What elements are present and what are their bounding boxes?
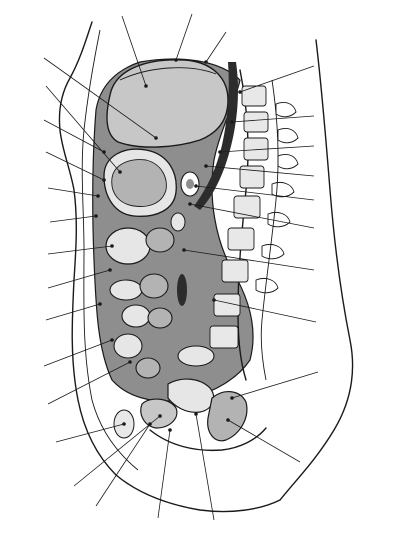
spinal-canal [260,79,279,381]
leader-line [195,413,215,521]
loop-8 [135,357,161,379]
leader-line [47,245,113,255]
pelvic-floor [149,427,267,452]
leader-line [45,303,101,321]
leader-line [45,85,121,173]
leader-lines [43,13,319,521]
leader-line [231,115,315,123]
leader-line [213,299,317,323]
loop-5 [121,304,151,328]
leader-line [195,185,315,201]
loop-4 [139,273,169,299]
leader-line [95,423,151,507]
leader-line [175,13,193,61]
leader-line [43,339,113,367]
leader-line [121,15,147,87]
leader-line [47,187,99,197]
liver [106,59,229,148]
rectum [207,391,248,442]
great-vessels [177,62,238,306]
leader-line [227,419,301,463]
vertebrae [209,85,269,349]
loop-7 [113,333,143,359]
leader-line [43,57,157,139]
pelvic-organs [113,378,267,452]
leader-line [205,165,315,177]
leader-line [47,269,111,289]
leader-line [45,151,105,181]
pancreas [180,171,200,197]
leader-line [189,203,315,229]
intestinal-loops [105,212,215,379]
leader-line [55,423,125,443]
leader-line [205,31,227,63]
leader-line [239,65,315,93]
body-outline [58,21,354,513]
leader-line [47,361,131,405]
vertebral-column [209,69,299,381]
leader-line [157,429,171,519]
loop-6 [147,307,173,329]
leader-line [219,145,315,153]
leader-dots [94,58,242,432]
loop-2 [145,227,175,253]
leader-line [49,215,97,223]
loop-9 [177,345,215,367]
leader-line [183,249,315,271]
bladder [140,398,178,429]
leader-line [73,415,161,487]
loop-3 [109,279,143,301]
leader-line [231,371,319,399]
leader-line [43,119,105,153]
stomach [103,148,177,217]
loop-10 [170,212,186,232]
